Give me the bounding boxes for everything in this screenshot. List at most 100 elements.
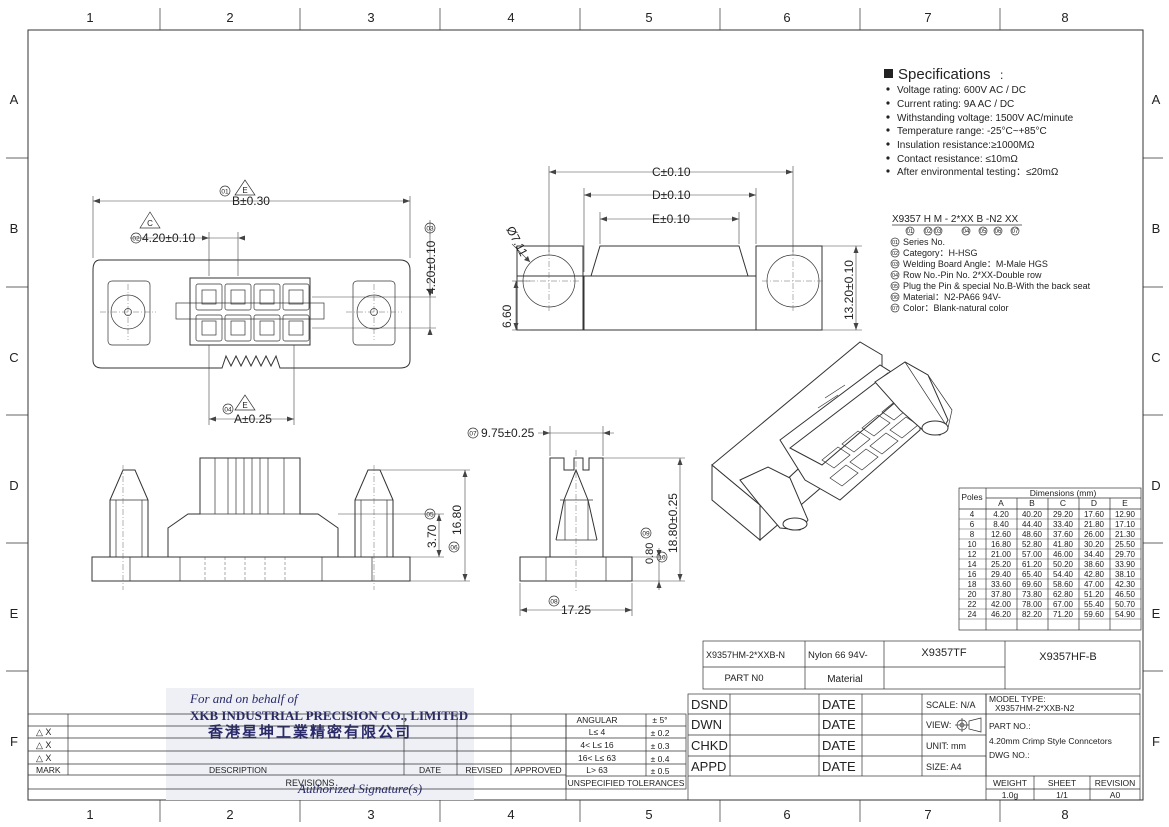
row-label: D [1151,478,1160,493]
table-column-header: E [1122,498,1128,508]
table-cell: 42.80 [1084,570,1105,579]
table-cell: 50.70 [1115,600,1136,609]
col-label: 2 [226,807,233,822]
size-label: SIZE: A4 [926,762,962,772]
code-marker: 05 [980,229,987,235]
table-poles-cell: 12 [968,550,977,559]
revisions-date-header: DATE [419,765,441,775]
code-marker: 03 [935,229,942,235]
bullet-dot-icon [886,101,890,105]
table-cell: 50.20 [1053,560,1074,569]
approvals-table: DSND DWN CHKD APPD DATE DATE DATE DATE [687,693,987,800]
model-type-label: MODEL TYPE: [989,694,1046,704]
revisions-approved-header: APPROVED [514,765,561,775]
col-label: 1 [86,10,93,25]
isometric-view [711,341,953,542]
legend-marker: 05 [892,284,898,290]
table-poles-cell: 4 [970,510,975,519]
legend-item: Plug the Pin & special No.B-With the bac… [903,281,1091,291]
revision-row: △ X [36,740,51,750]
legend-item: Series No. [903,237,945,247]
parts-list: X9357HM-2*XXB-N Nylon 66 94V- X9357TF X9… [702,640,1141,690]
sheet-label: SHEET [1048,778,1076,788]
legend-marker: 04 [892,273,898,279]
code-marker: 01 [907,229,914,235]
table-cell: 41.80 [1053,540,1074,549]
table-cell: 25.20 [991,560,1012,569]
table-cell: 37.60 [1053,530,1074,539]
table-cell: 52.80 [1022,540,1043,549]
bullet-dot-icon [886,87,890,91]
authorized-signature: Authorized Signature(s) [297,781,422,796]
tolerance-range: 16< L≤ 63 [578,753,616,763]
revisions-mark-header: MARK [36,765,61,775]
approval-date-label: DATE [822,738,856,753]
table-cell: 34.40 [1084,550,1105,559]
approval-date-label: DATE [822,717,856,732]
row-label: D [9,478,18,493]
approval-role: APPD [691,759,726,774]
table-cell: 4.20 [993,510,1009,519]
table-poles-cell: 10 [968,540,977,549]
tolerance-value: ± 0.5 [651,766,670,776]
table-cell: 46.20 [991,610,1012,619]
table-cell: 71.20 [1053,610,1074,619]
table-cell: 30.20 [1084,540,1105,549]
code-marker: 06 [995,229,1002,235]
revision-triangle: C [147,219,153,228]
top-view-flange [92,259,411,369]
table-cell: 29.70 [1115,550,1136,559]
col-label: 4 [507,807,514,822]
table-cell: 21.00 [991,550,1012,559]
table-poles-cell: 16 [968,570,977,579]
tolerance-range: 4< L≤ 16 [580,740,614,750]
table-cell: 65.40 [1022,570,1043,579]
row-label: E [1152,606,1161,621]
dim-row-pitch: 4.20±0.10 [424,240,438,294]
revision-row: △ X [36,753,51,763]
bullet-square-icon [884,69,893,78]
table-cell: 46.50 [1115,590,1136,599]
table-poles-header: Poles [961,492,982,502]
dim-9-75: 9.75±0.25 [481,426,535,440]
material-value: Nylon 66 94V- [808,650,868,661]
table-cell: 17.10 [1115,520,1136,529]
specifications-heading: Specifications [898,66,991,83]
row-label: C [9,350,18,365]
bullet-dot-icon [886,128,890,132]
revision-triangle: E [242,401,247,410]
col-label: 8 [1061,10,1068,25]
revision-row: △ X [36,727,51,737]
column-tick-marks [159,8,1001,822]
row-tick-marks [6,157,1163,672]
scale-label: SCALE: N/A [926,700,976,710]
bullet-dot-icon [886,169,890,173]
table-poles-cell: 20 [968,590,977,599]
revisions-description-header: DESCRIPTION [209,765,267,775]
specifications-block: Specifications : Voltage rating: 600V AC… [884,66,1074,178]
table-cell: 73.80 [1022,590,1043,599]
spec-item: Insulation resistance:≥1000MΩ [897,140,1035,151]
dim-3-70: 3.70 [425,524,439,548]
table-cell: 59.60 [1084,610,1105,619]
table-cell: 54.40 [1053,570,1074,579]
approval-role: DSND [691,697,728,712]
top-view: 01 E B±0.30 C 02 4.20±0.10 03 4.20±0.10 … [92,179,438,426]
projection-symbol-icon [955,717,982,733]
table-cell: 25.50 [1115,540,1136,549]
col-label: 5 [645,10,652,25]
spec-item: Withstanding voltage: 1500V AC/minute [897,113,1074,124]
col-label: 6 [783,10,790,25]
approval-role: CHKD [691,738,728,753]
table-cell: 47.00 [1084,580,1105,589]
table-cell: 38.60 [1084,560,1105,569]
dim-6-60: 6.60 [500,304,514,328]
table-poles-cell: 18 [968,580,977,589]
table-cell: 55.40 [1084,600,1105,609]
part-no-label: PART N0 [724,673,763,684]
table-cell: 62.80 [1053,590,1074,599]
spec-item: Voltage rating: 600V AC / DC [897,85,1026,96]
table-column-header: D [1091,498,1097,508]
tolerance-angular-value: ± 5° [652,715,667,725]
